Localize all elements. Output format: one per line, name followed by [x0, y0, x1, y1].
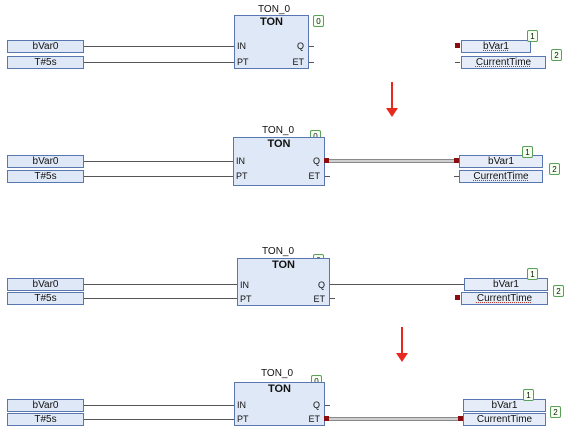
- instance-name[interactable]: TON_0: [258, 4, 291, 15]
- wire-start-marker: [324, 416, 329, 421]
- wire-pt: [84, 62, 234, 63]
- output-et-badge: 2: [553, 285, 564, 297]
- et-stub: [309, 62, 314, 63]
- pin-in: IN: [237, 400, 246, 410]
- ton-block[interactable]: TON IN PT Q ET: [234, 15, 309, 69]
- pin-pt: PT: [237, 57, 249, 67]
- output-q-var[interactable]: bVar1: [464, 278, 548, 291]
- block-type: TON: [271, 259, 296, 271]
- wire-pt: [84, 419, 234, 420]
- selection-marker: [455, 295, 460, 300]
- wire-in: [84, 161, 234, 162]
- pin-et: ET: [292, 57, 304, 67]
- instance-name[interactable]: TON_0: [261, 368, 294, 379]
- pin-q: Q: [312, 400, 320, 410]
- pin-pt: PT: [237, 414, 249, 424]
- pin-et: ET: [308, 171, 320, 181]
- pin-pt: PT: [240, 294, 252, 304]
- wire-in: [84, 284, 237, 285]
- output-q-badge: 1: [527, 268, 538, 280]
- output-et-var[interactable]: CurrentTime: [461, 292, 548, 305]
- output-et-badge: 2: [549, 163, 560, 175]
- wire-pt: [84, 176, 234, 177]
- input-pt-value[interactable]: T#5s: [7, 413, 84, 426]
- pin-q: Q: [296, 41, 304, 51]
- pin-in: IN: [236, 156, 245, 166]
- et-stub: [325, 176, 330, 177]
- output-et-badge: 2: [550, 406, 561, 418]
- pin-q: Q: [317, 280, 325, 290]
- instance-name[interactable]: TON_0: [262, 246, 295, 257]
- arrow-head-1: [386, 108, 398, 117]
- output-q-var[interactable]: bVar1: [463, 399, 546, 412]
- selection-marker: [455, 43, 460, 48]
- connection-wire[interactable]: [329, 159, 454, 163]
- pin-et: ET: [308, 414, 320, 424]
- input-pt-value[interactable]: T#5s: [7, 56, 84, 69]
- input-pt-value[interactable]: T#5s: [7, 170, 84, 183]
- arrow-head-2: [396, 353, 408, 362]
- wire-q: [330, 284, 464, 285]
- pin-et: ET: [313, 294, 325, 304]
- ton-block[interactable]: TON IN PT Q ET: [234, 382, 325, 426]
- output-q-var[interactable]: bVar1: [459, 155, 543, 168]
- et-out-stub: [455, 62, 460, 63]
- et-stub: [330, 298, 335, 299]
- output-et-badge: 2: [551, 49, 562, 61]
- output-q-badge: 1: [527, 30, 538, 42]
- input-pt-value[interactable]: T#5s: [7, 292, 84, 305]
- output-q-badge: 1: [522, 146, 533, 158]
- ton-block[interactable]: TON IN PT Q ET: [233, 137, 325, 186]
- block-type: TON: [267, 138, 291, 150]
- output-et-var[interactable]: CurrentTime: [461, 56, 546, 69]
- input-in-var[interactable]: bVar0: [7, 40, 84, 53]
- q-stub: [325, 405, 330, 406]
- wire-in: [84, 405, 234, 406]
- connection-wire[interactable]: [329, 417, 458, 421]
- pin-in: IN: [237, 41, 246, 51]
- wire-end-marker: [458, 416, 463, 421]
- wire-start-marker: [324, 158, 329, 163]
- arrow-down-2: [401, 327, 403, 355]
- instance-name[interactable]: TON_0: [262, 125, 295, 136]
- input-in-var[interactable]: bVar0: [7, 278, 84, 291]
- block-type: TON: [259, 16, 284, 28]
- pin-in: IN: [240, 280, 249, 290]
- input-in-var[interactable]: bVar0: [7, 399, 84, 412]
- et-out-stub: [454, 176, 459, 177]
- ton-block[interactable]: TON IN PT Q ET: [237, 258, 330, 306]
- wire-end-marker: [454, 158, 459, 163]
- block-badge: 0: [313, 15, 324, 27]
- output-et-var[interactable]: CurrentTime: [459, 170, 543, 183]
- q-stub: [309, 46, 314, 47]
- pin-q: Q: [312, 156, 320, 166]
- arrow-down-1: [391, 82, 393, 110]
- input-in-var[interactable]: bVar0: [7, 155, 84, 168]
- output-q-badge: 1: [523, 389, 534, 401]
- output-q-var[interactable]: bVar1: [461, 40, 531, 53]
- wire-in: [84, 46, 234, 47]
- wire-pt: [84, 298, 237, 299]
- pin-pt: PT: [236, 171, 248, 181]
- output-et-var[interactable]: CurrentTime: [463, 413, 546, 426]
- block-type: TON: [267, 383, 292, 395]
